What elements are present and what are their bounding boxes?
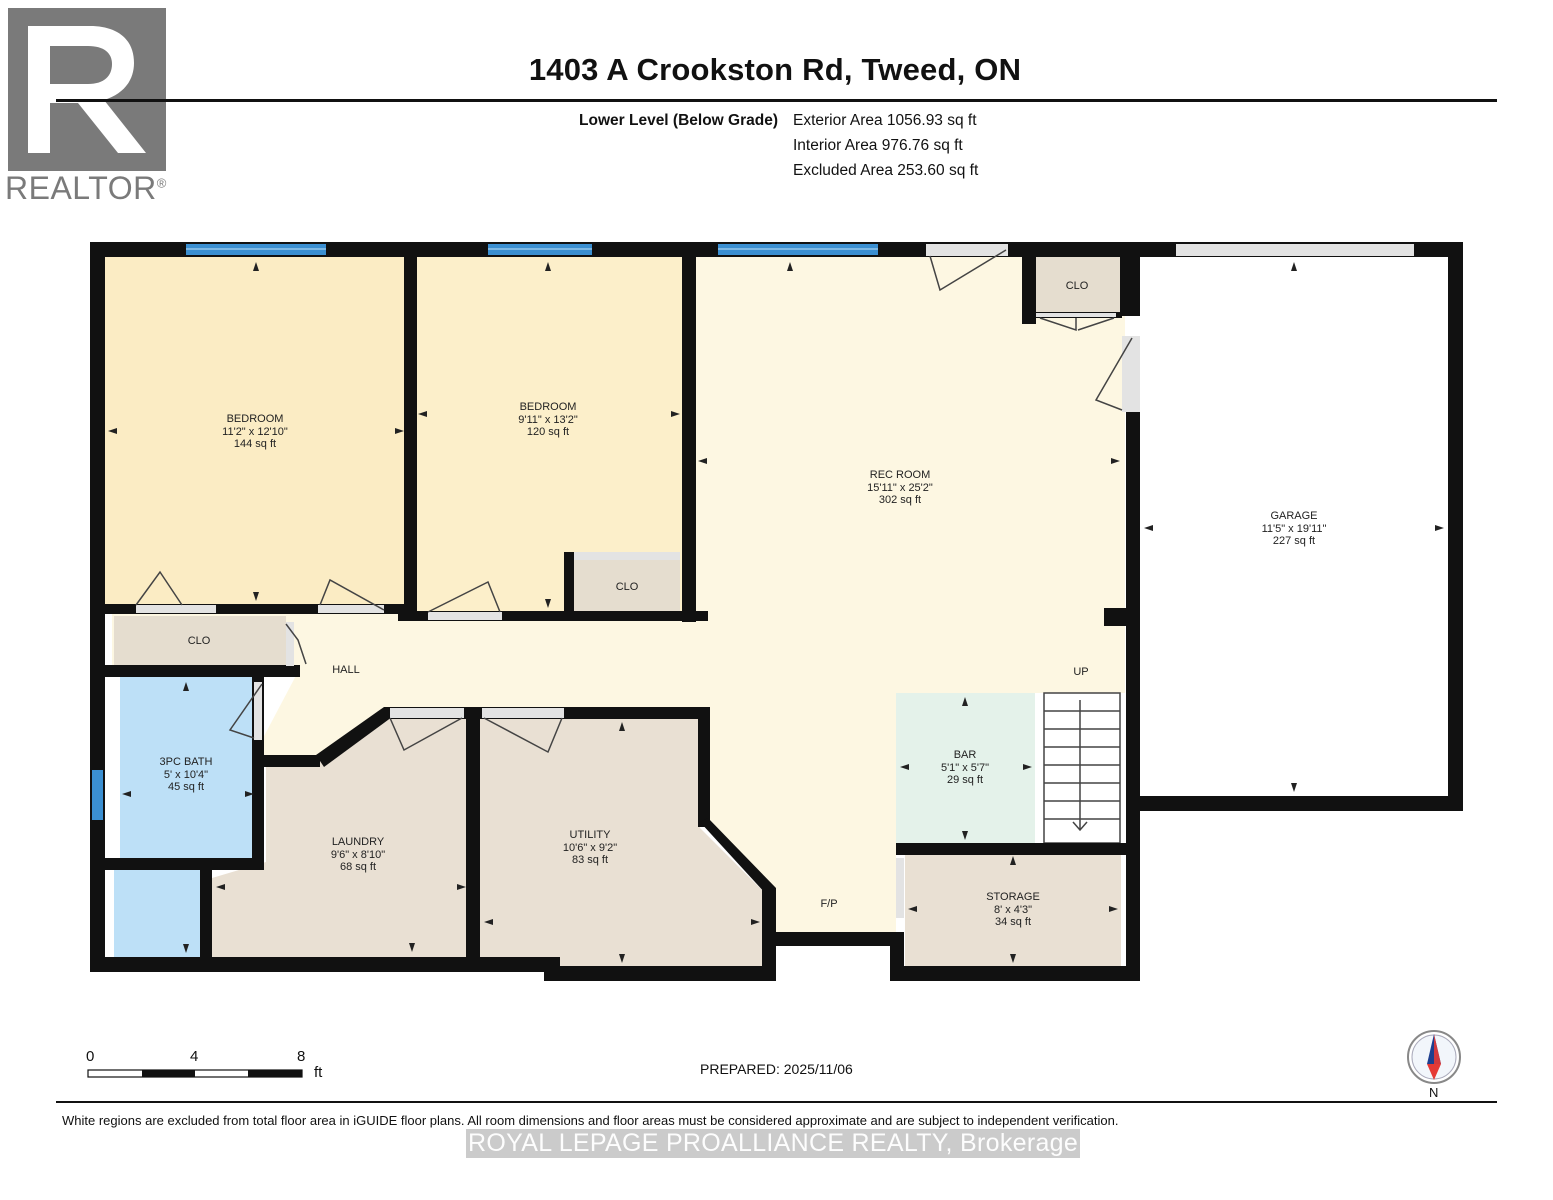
header-rule: [56, 99, 1497, 102]
disclaimer: White regions are excluded from total fl…: [62, 1113, 1119, 1128]
dimension-arrows: [108, 262, 1444, 963]
closet-label: CLO: [1066, 280, 1089, 292]
prepared-date: PREPARED: 2025/11/06: [700, 1061, 853, 1077]
closet-fill: [574, 560, 680, 612]
stairs: [1043, 692, 1121, 844]
rec-room-name: REC ROOM: [870, 469, 931, 481]
door-openings: [136, 244, 1414, 918]
storage-dims: 8' x 4'3": [994, 904, 1032, 916]
garage-fill: [1140, 256, 1448, 796]
bath-fill: [114, 676, 256, 957]
rec-room-area: 302 sq ft: [879, 494, 921, 506]
compass-label: N: [1429, 1085, 1439, 1100]
bar-name: BAR: [954, 749, 977, 761]
closet-label: CLO: [188, 635, 211, 647]
laundry-name: LAUNDRY: [332, 836, 385, 848]
bath-dims: 5' x 10'4": [164, 769, 208, 781]
laundry-dims: 9'6" x 8'10": [331, 849, 385, 861]
bedroom-1-name: BEDROOM: [227, 413, 284, 425]
brokerage-watermark: ROYAL LEPAGE PROALLIANCE REALTY, Brokera…: [466, 1129, 1081, 1158]
bar-dims: 5'1" x 5'7": [941, 762, 989, 774]
scale-unit: ft: [314, 1064, 323, 1081]
bedroom-1-dims: 11'2" x 12'10": [222, 426, 288, 438]
bedroom-1-fill: [104, 256, 407, 606]
exterior-area: Exterior Area 1056.93 sq ft: [793, 112, 977, 129]
storage-name: STORAGE: [986, 891, 1040, 903]
storage-fill: [905, 851, 1121, 967]
excluded-area: Excluded Area 253.60 sq ft: [793, 162, 979, 179]
utility-dims: 10'6" x 9'2": [563, 842, 617, 854]
bath-area: 45 sq ft: [168, 781, 204, 793]
scale-tick-0: 0: [86, 1048, 95, 1065]
garage-name: GARAGE: [1270, 510, 1317, 522]
closet-fill: [114, 616, 286, 666]
bedroom-2-area: 120 sq ft: [527, 426, 569, 438]
closet-label: CLO: [616, 581, 639, 593]
interior-area: Interior Area 976.76 sq ft: [793, 137, 963, 154]
realtor-logo: [8, 8, 166, 171]
scale-tick-4: 4: [190, 1048, 199, 1065]
rec-room-dims: 15'11" x 25'2": [867, 482, 933, 494]
scale-bar: [87, 1069, 303, 1078]
hall-label: HALL: [332, 664, 360, 676]
bedroom-2-name: BEDROOM: [520, 401, 577, 413]
garage-dims: 11'5" x 19'11": [1262, 523, 1327, 535]
laundry-fill: [212, 712, 470, 957]
utility-fill: [480, 712, 764, 967]
bedroom-1-area: 144 sq ft: [234, 438, 276, 450]
bar-area: 29 sq ft: [947, 774, 983, 786]
area-summary: Exterior Area 1056.93 sq ft Interior Are…: [793, 108, 978, 183]
laundry-area: 68 sq ft: [340, 861, 376, 873]
closet-fill: [1034, 256, 1120, 314]
bath-name: 3PC BATH: [160, 756, 213, 768]
storage-area: 34 sq ft: [995, 916, 1031, 928]
realtor-logo-text: REALTOR®: [5, 170, 167, 206]
utility-name: UTILITY: [570, 829, 612, 841]
fireplace-label: F/P: [820, 898, 837, 910]
garage-area: 227 sq ft: [1273, 535, 1315, 547]
utility-area: 83 sq ft: [572, 854, 608, 866]
level-label: Lower Level (Below Grade): [579, 112, 778, 129]
bedroom-2-dims: 9'11" x 13'2": [518, 414, 578, 426]
door-swings: [135, 249, 1133, 754]
scale-tick-8: 8: [297, 1048, 306, 1065]
stairs-up-label: UP: [1073, 666, 1088, 678]
page-title: 1403 A Crookston Rd, Tweed, ON: [528, 52, 1022, 87]
rec-room-fill: [112, 256, 1125, 935]
bar-fill: [896, 693, 1035, 843]
compass-icon: [1407, 1030, 1461, 1084]
